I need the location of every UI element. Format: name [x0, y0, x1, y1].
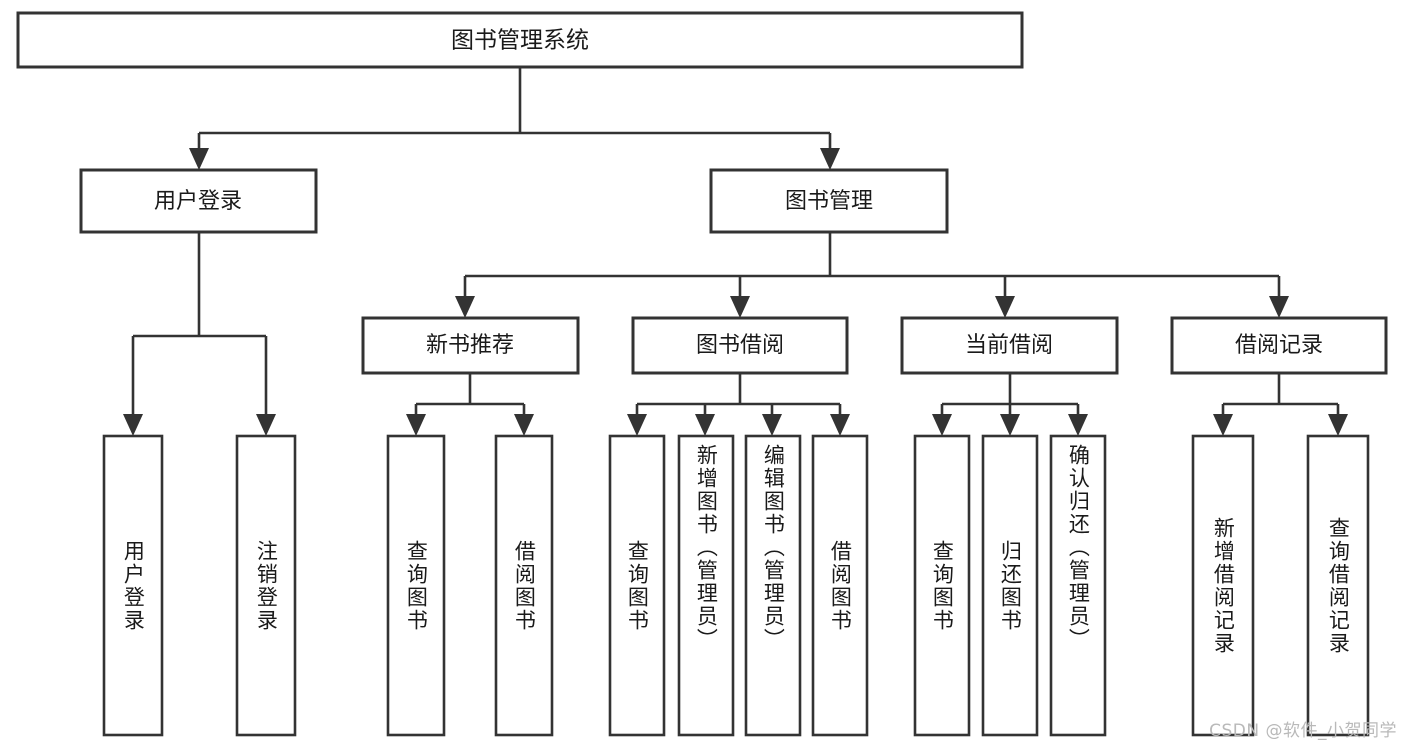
node-current-borrow-box[interactable]	[900, 316, 1119, 375]
node-borrow-record-label: 借阅记录	[1235, 333, 1323, 358]
arrow-head-cb-leaf-0	[932, 414, 952, 436]
node-new-book-recommend-box[interactable]	[361, 316, 580, 375]
node-borrow-record-box[interactable]	[1170, 316, 1388, 375]
node-book-borrow[interactable]: 图书借阅	[631, 316, 849, 375]
leaf-box-new-book-recommend-1[interactable]	[494, 434, 554, 737]
arrow-head-bb-leaf-1	[695, 414, 715, 436]
arrow-head-user-login-leaf-1	[256, 414, 276, 436]
connector-group-user-login	[123, 232, 276, 436]
leaf-box-user-login-0[interactable]	[102, 434, 164, 737]
node-current-borrow-label: 当前借阅	[965, 333, 1053, 358]
node-book-management[interactable]: 图书管理	[709, 168, 949, 234]
arrow-head-book-borrow	[730, 296, 750, 318]
csdn-watermark: CSDN @软件_小贺同学	[1209, 721, 1397, 741]
node-root-label: 图书管理系统	[451, 28, 589, 54]
leaf-box-new-book-recommend-0[interactable]	[386, 434, 446, 737]
connector-group-new-book-recommend	[406, 373, 534, 436]
arrow-head-user-login-leaf-0	[123, 414, 143, 436]
leaf-box-current-borrow-2[interactable]	[1049, 434, 1107, 737]
node-new-book-recommend-label: 新书推荐	[426, 333, 514, 358]
leaf-box-borrow-record-0[interactable]	[1191, 434, 1255, 737]
arrow-head-user-login	[189, 148, 209, 170]
node-user-login[interactable]: 用户登录	[79, 168, 318, 234]
leaf-box-book-borrow-1[interactable]	[677, 434, 735, 737]
leaf-box-user-login-1[interactable]	[235, 434, 297, 737]
node-user-login-label: 用户登录	[154, 189, 242, 214]
arrow-head-bb-leaf-0	[627, 414, 647, 436]
node-book-management-label: 图书管理	[785, 189, 873, 214]
node-user-login-box[interactable]	[79, 168, 318, 234]
leaf-box-book-borrow-3[interactable]	[811, 434, 869, 737]
node-new-book-recommend[interactable]: 新书推荐	[361, 316, 580, 375]
arrow-head-br-leaf-0	[1213, 414, 1233, 436]
arrow-head-bb-leaf-2	[762, 414, 782, 436]
node-book-management-box[interactable]	[709, 168, 949, 234]
node-root-book-management-system[interactable]: 图书管理系统	[16, 11, 1024, 69]
arrow-head-book-manage	[820, 148, 840, 170]
connector-group-root	[189, 67, 840, 170]
arrow-head-nbr-leaf-1	[514, 414, 534, 436]
leaf-box-current-borrow-0[interactable]	[913, 434, 971, 737]
arrow-head-nbr-leaf-0	[406, 414, 426, 436]
leaf-box-book-borrow-0[interactable]	[608, 434, 666, 737]
connector-group-current-borrow	[932, 373, 1088, 436]
connector-group-borrow-record	[1213, 373, 1348, 436]
node-current-borrow[interactable]: 当前借阅	[900, 316, 1119, 375]
arrow-head-br-leaf-1	[1328, 414, 1348, 436]
node-borrow-record[interactable]: 借阅记录	[1170, 316, 1388, 375]
arrow-head-new-book-recommend	[455, 296, 475, 318]
connector-group-book-manage	[455, 232, 1289, 318]
node-root-box[interactable]	[16, 11, 1024, 69]
arrow-head-bb-leaf-3	[830, 414, 850, 436]
connector-group-book-borrow	[627, 373, 850, 436]
leaf-box-borrow-record-1[interactable]	[1306, 434, 1370, 737]
arrow-head-borrow-record	[1269, 296, 1289, 318]
arrow-head-cb-leaf-1	[1000, 414, 1020, 436]
leaf-box-current-borrow-1[interactable]	[981, 434, 1039, 737]
arrow-head-current-borrow	[995, 296, 1015, 318]
node-book-borrow-box[interactable]	[631, 316, 849, 375]
node-book-borrow-label: 图书借阅	[696, 333, 784, 358]
leaf-box-book-borrow-2[interactable]	[744, 434, 802, 737]
arrow-head-cb-leaf-2	[1068, 414, 1088, 436]
